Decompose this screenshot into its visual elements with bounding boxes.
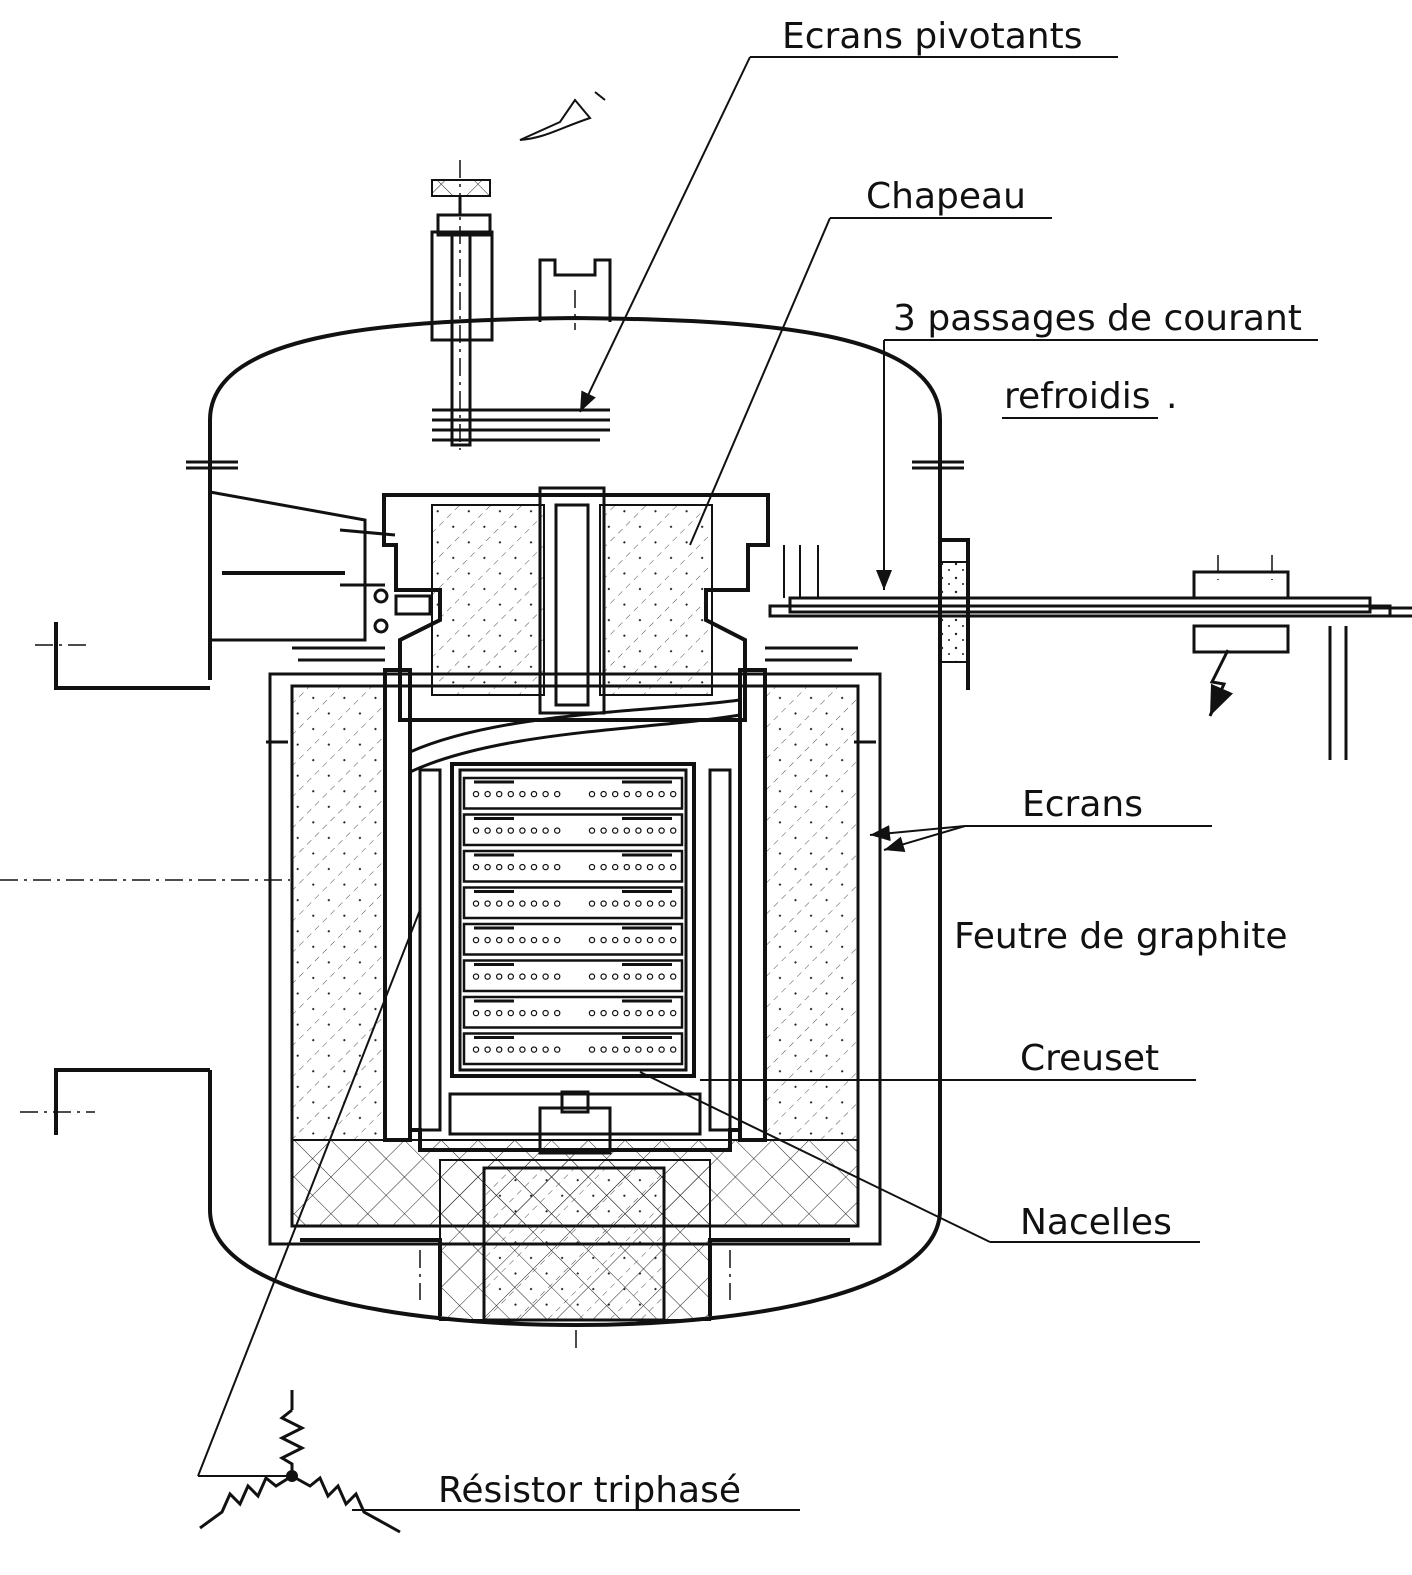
side-flange <box>0 490 432 1135</box>
feedthrough <box>768 339 1412 760</box>
nacelles-stack <box>462 776 684 1066</box>
label-passages-line1: 3 passages de courant <box>893 298 1302 339</box>
label-chapeau: Chapeau <box>866 176 1026 217</box>
nacelle <box>462 849 684 883</box>
top-port <box>430 160 612 450</box>
nacelle <box>462 959 684 993</box>
nacelle <box>462 886 684 920</box>
label-feutre-de-graphite: Feutre de graphite <box>954 916 1288 957</box>
insulation <box>266 646 882 1246</box>
nacelle <box>462 776 684 810</box>
labels: Ecrans pivotants Chapeau 3 passages de c… <box>438 16 1302 1511</box>
label-ecrans: Ecrans <box>1022 784 1143 825</box>
nacelle <box>462 922 684 956</box>
nacelle <box>462 1032 684 1066</box>
label-ecrans-pivotants: Ecrans pivotants <box>782 16 1082 57</box>
nacelle <box>462 995 684 1029</box>
three-phase-resistor-symbol <box>199 1390 401 1534</box>
label-nacelles: Nacelles <box>1020 1202 1172 1243</box>
margin-scribble <box>519 91 606 141</box>
leader-lines <box>197 56 1212 1511</box>
bottom-support <box>300 1159 850 1350</box>
creuset <box>450 762 696 1078</box>
label-resistor-triphase: Résistor triphasé <box>438 1470 741 1511</box>
vessel-shell <box>186 315 964 1328</box>
resistor-cage <box>383 668 767 1155</box>
label-creuset: Creuset <box>1020 1038 1159 1079</box>
nacelle <box>462 813 684 847</box>
label-passages-line2: refroidis <box>1004 376 1150 417</box>
label-passages-dot: . <box>1166 376 1177 417</box>
